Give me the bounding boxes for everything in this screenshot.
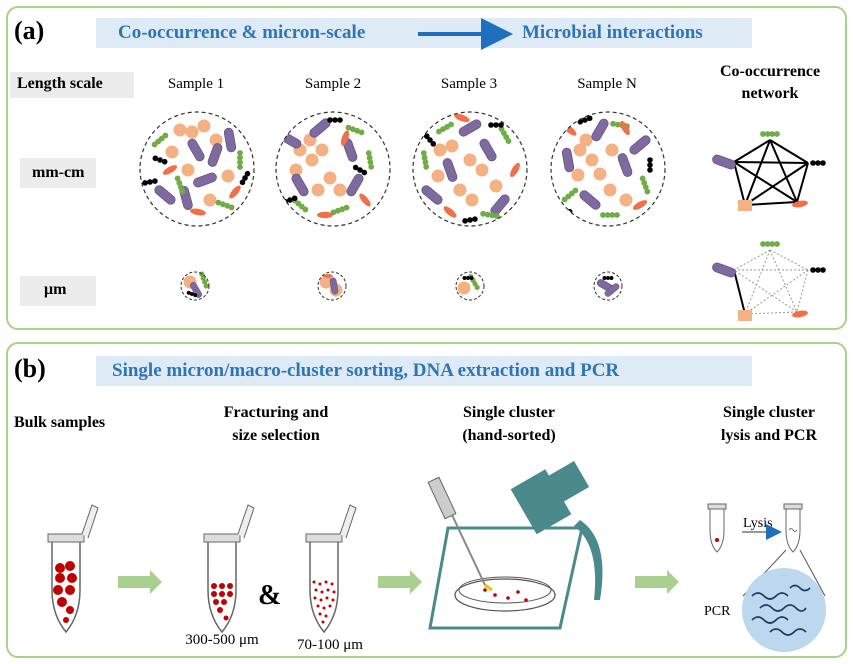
bulk-tube	[47, 504, 99, 634]
panel-b-letter: (b)	[14, 354, 46, 383]
lysis-label: Lysis	[743, 516, 773, 531]
network-title-line2: network	[741, 85, 799, 102]
arrow-3	[635, 570, 679, 594]
ampersand: &	[258, 580, 282, 611]
sample-2-label: Sample 2	[304, 76, 362, 92]
sample-3-label: Sample 3	[440, 76, 498, 92]
arrow-2	[378, 570, 422, 594]
network-um	[710, 241, 826, 321]
sample-1-community	[139, 111, 255, 227]
step-cluster-line1: Single cluster	[463, 404, 555, 421]
step-fracture-line2: size selection	[232, 427, 320, 444]
arrow-1	[118, 570, 162, 594]
sample-3-community	[412, 111, 528, 227]
panel-b-banner-text: Single micron/macro-cluster sorting, DNA…	[112, 360, 620, 381]
panel-a-letter: (a)	[14, 16, 45, 45]
network-mm-cm	[710, 131, 826, 211]
tube-300-500	[203, 504, 255, 634]
banner-left-text: Co-occurrence & micron-scale	[118, 22, 366, 43]
lysis-pcr	[707, 503, 826, 652]
panel-b	[6, 342, 847, 658]
row-mm-label: mm-cm	[32, 164, 85, 181]
size-label-1: 300-500 μm	[185, 632, 259, 648]
mm-cm-box	[20, 158, 96, 188]
micron-cluster-1	[180, 270, 210, 301]
row-um-label: μm	[44, 281, 67, 298]
length-scale-label: Length scale	[17, 75, 103, 92]
step-lysis-line1: Single cluster	[723, 404, 815, 421]
sample-1-label: Sample 1	[167, 76, 225, 92]
panel-b-banner	[96, 356, 752, 386]
microscope-scene	[427, 461, 603, 630]
panel-a	[6, 6, 847, 330]
sample-n-community	[550, 111, 666, 227]
pcr-label: PCR	[704, 604, 731, 619]
banner-right-text: Microbial interactions	[522, 22, 703, 43]
micron-cluster-n	[593, 271, 623, 301]
step-bulk-label: Bulk samples	[14, 414, 106, 431]
network-title-line1: Co-occurrence	[719, 63, 821, 80]
sample-n-label: Sample N	[577, 76, 637, 92]
step-lysis-line2: lysis and PCR	[720, 427, 818, 444]
micron-cluster-2	[317, 271, 347, 301]
length-scale-box	[10, 72, 134, 98]
micron-cluster-3	[455, 271, 485, 301]
size-label-2: 70-100 μm	[297, 637, 363, 653]
step-cluster-line2: (hand-sorted)	[462, 427, 556, 444]
step-fracture-line1: Fracturing and	[223, 404, 329, 421]
tube-70-100	[305, 504, 357, 634]
sample-2-community	[275, 111, 391, 227]
um-box	[20, 276, 96, 306]
